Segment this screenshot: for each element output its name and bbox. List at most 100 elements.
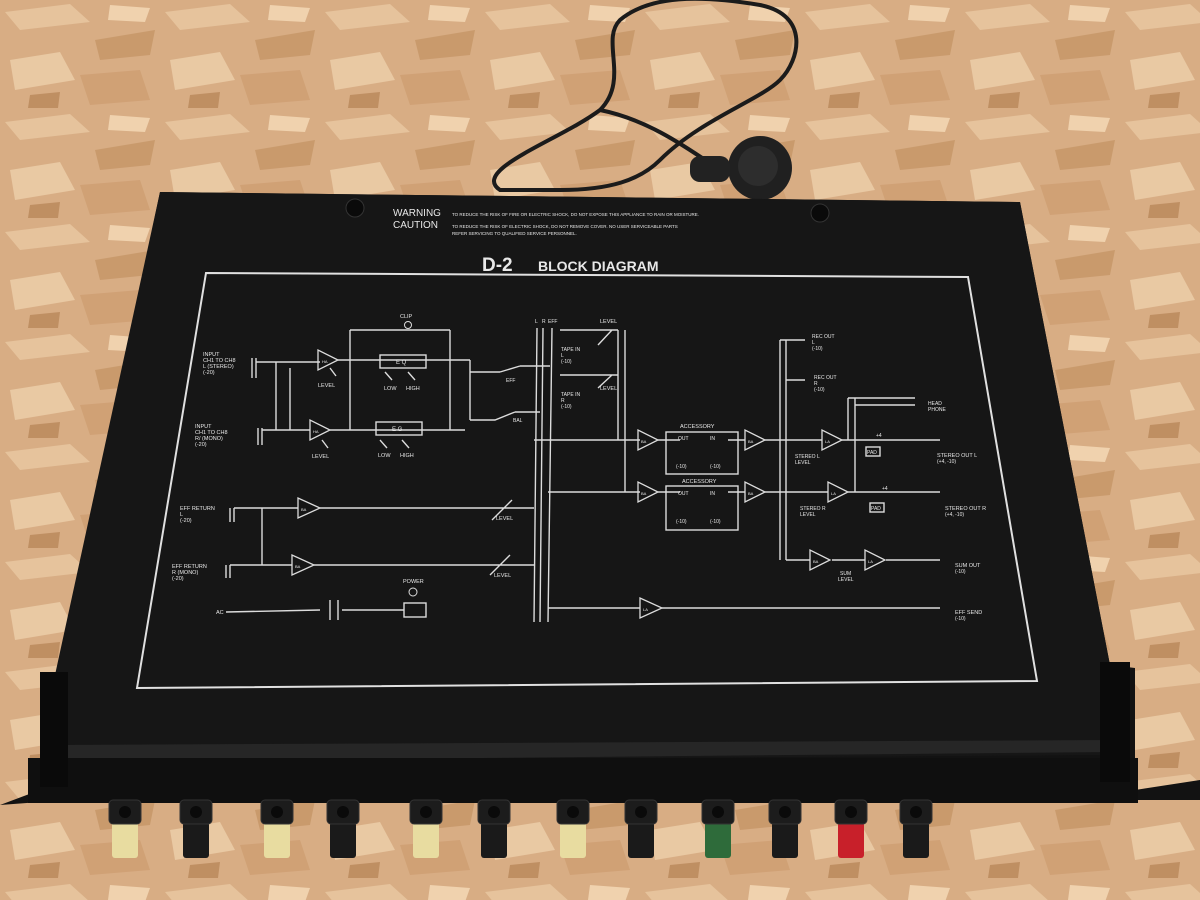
warning-text: TO REDUCE THE RISK OF FIRE OR ELECTRIC S…: [452, 212, 699, 217]
power-indicator: [403, 602, 427, 618]
rca-jack[interactable]: [108, 799, 142, 858]
accessory-label: ACCESSORY: [680, 424, 715, 430]
rca-jack[interactable]: [834, 799, 868, 858]
eff-send-label: EFF SEND: [955, 610, 982, 616]
stereo-r-level-label: STEREO R: [800, 506, 826, 512]
eq-label: E Q: [396, 360, 407, 366]
ba-label: BA: [301, 507, 307, 512]
top-panel: [55, 192, 1110, 762]
warning-label: WARNING: [393, 208, 441, 219]
rca-jack[interactable]: [326, 799, 360, 858]
input-ch2-sub: CH1 TO CH8: [195, 430, 228, 436]
caution-label: CAUTION: [393, 220, 438, 231]
input-ch1-sub: CH1 TO CH8: [203, 358, 236, 364]
input-ch2-sub3: (-20): [195, 442, 207, 448]
ba-label: BA: [641, 491, 647, 496]
rca-jack[interactable]: [477, 799, 511, 858]
amp-symbol: [864, 548, 887, 572]
rack-ear-left: [40, 672, 68, 787]
high-label-2: HIGH: [400, 453, 414, 459]
amp-symbol: [291, 553, 316, 577]
power-cord: [492, 0, 799, 200]
input-ch1-label: INPUT: [203, 352, 220, 358]
level-label-2: LEVEL: [312, 454, 329, 460]
tape-in-l-label: TAPE IN: [561, 347, 580, 353]
level-label-6: LEVEL: [600, 386, 617, 392]
ba-label: BA: [641, 439, 647, 444]
stereo-out-r-sub: (+4, -10): [945, 512, 964, 518]
eq-box: [379, 354, 427, 369]
tape-in-r-sub: R: [561, 398, 565, 404]
minus10-label: (-10): [676, 464, 687, 470]
bus-r-label: R: [542, 319, 546, 325]
rca-jack[interactable]: [179, 799, 213, 858]
amp-symbol: [809, 548, 832, 572]
diagram-frame: [135, 271, 1039, 690]
screw: [810, 203, 830, 223]
rec-out-r-sub2: (-10): [814, 387, 825, 393]
input-ch1-sub2: L (STEREO): [203, 364, 234, 370]
rec-out-l-sub2: (-10): [812, 346, 823, 352]
rca-jack[interactable]: [260, 799, 294, 858]
stereo-r-level-sub: LEVEL: [800, 512, 816, 518]
ha-label: HA: [322, 359, 328, 364]
rca-jack[interactable]: [701, 799, 735, 858]
amp-symbol: [639, 596, 664, 620]
minus10-label-3: (-10): [676, 519, 687, 525]
accessory-box-2: [665, 485, 739, 531]
eff-return-l-sub2: (-20): [180, 518, 192, 524]
bal-label: BAL: [513, 418, 523, 424]
bus-l-label: L: [535, 319, 538, 325]
sum-out-label: SUM OUT: [955, 563, 981, 569]
rca-jack[interactable]: [899, 799, 933, 858]
rca-jack[interactable]: [624, 799, 658, 858]
level-label-4: LEVEL: [494, 573, 511, 579]
amp-symbol: [317, 348, 340, 372]
rca-jack[interactable]: [768, 799, 802, 858]
low-label: LOW: [384, 386, 397, 392]
pad-box: [865, 446, 881, 457]
eff-label: EFF: [506, 378, 515, 384]
la-label: LA: [868, 559, 873, 564]
input-section: INPUT CH1 TO CH8 L (STEREO) (-20) INPUT …: [195, 314, 550, 460]
mixer-unit: [0, 192, 1200, 805]
rec-out-r-sub: R: [814, 381, 818, 387]
out-label: OUT: [678, 436, 689, 442]
pad-label-2: PAD: [871, 506, 881, 512]
eff-send-sub: (-10): [955, 616, 966, 622]
rca-jack[interactable]: [409, 799, 443, 858]
la-label: LA: [825, 439, 830, 444]
front-jacks: [108, 799, 933, 858]
tape-in-l-sub2: (-10): [561, 359, 572, 365]
model-name: D-2: [482, 255, 513, 276]
stereo-l-level-sub: LEVEL: [795, 460, 811, 466]
tape-in-section: TAPE IN L (-10) TAPE IN R (-10) LEVEL LE…: [560, 319, 626, 492]
rca-jack[interactable]: [556, 799, 590, 858]
screw: [345, 198, 365, 218]
amp-symbol: [297, 496, 322, 520]
amp-symbol: [309, 418, 332, 442]
low-label-2: LOW: [378, 453, 391, 459]
headphone-label: HEAD: [928, 401, 942, 407]
diagram-title: BLOCK DIAGRAM: [538, 258, 659, 274]
bus-eff-label: EFF: [548, 319, 557, 325]
front-edge: [28, 758, 1138, 803]
ac-label: AC: [216, 610, 224, 616]
sum-level-sub: LEVEL: [838, 577, 854, 583]
amp-symbol: [637, 428, 660, 452]
output-section: REC OUT L (-10) REC OUT R (-10) STEREO L…: [548, 334, 986, 622]
stereo-out-l-sub: (+4, -10): [937, 459, 956, 465]
plus4-label-2: +4: [882, 486, 888, 492]
amp-symbol: [827, 480, 850, 504]
warning-label-block: WARNING CAUTION TO REDUCE THE RISK OF FI…: [393, 208, 699, 236]
pad-box-2: [869, 502, 885, 513]
plus4-label: +4: [876, 433, 882, 439]
la-label: LA: [831, 491, 836, 496]
out-label-2: OUT: [678, 491, 689, 497]
stereo-out-l-label: STEREO OUT L: [937, 453, 977, 459]
tape-in-l-sub: L: [561, 353, 564, 359]
ba-label: BA: [813, 559, 819, 564]
eq-box-2: [375, 421, 423, 436]
eff-return-r-sub: R (MONO): [172, 570, 198, 576]
rec-out-l-sub: L: [812, 340, 815, 346]
